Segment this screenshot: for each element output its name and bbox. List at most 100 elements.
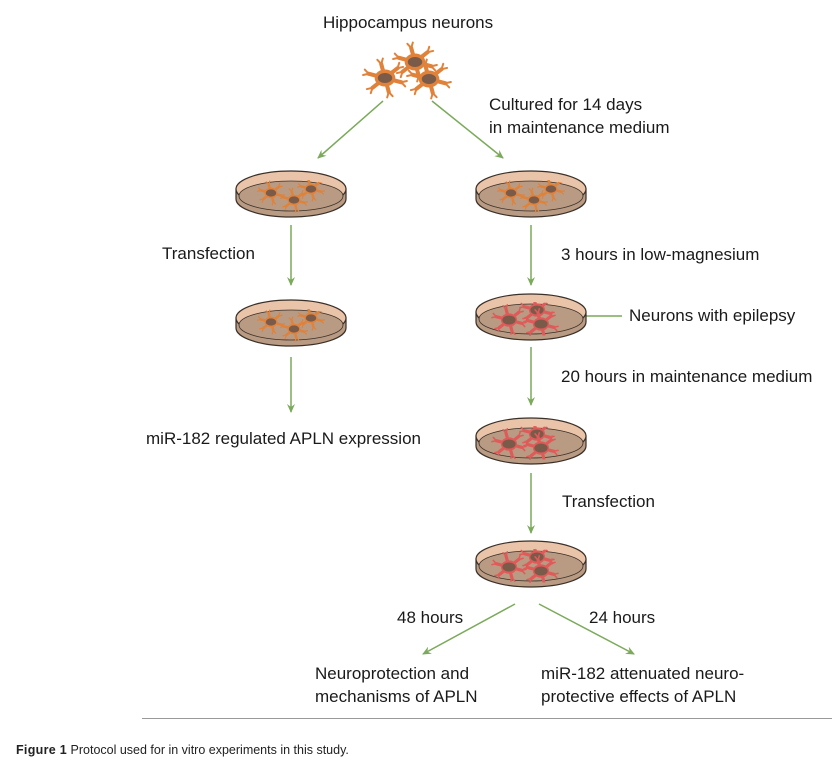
dendrite-branch	[295, 336, 300, 341]
dendrite-branch	[288, 317, 293, 322]
dendrite-branch	[497, 189, 502, 192]
dendrite-branch	[511, 577, 516, 582]
dendrite-branch	[511, 330, 516, 335]
dendrite-branch	[303, 201, 308, 204]
dendrite-branch	[399, 70, 404, 79]
dendrite-branch	[406, 42, 413, 49]
dendrite-branch	[362, 72, 370, 76]
dendrite-branch	[413, 87, 418, 96]
dendrite-branch	[312, 196, 317, 201]
nucleus	[502, 439, 516, 449]
dendrite-branch	[278, 312, 281, 317]
label-cultured-line1: Cultured for 14 days	[489, 95, 643, 114]
petri-dish-right-1	[475, 170, 587, 218]
caption-text: Protocol used for in vitro experiments i…	[70, 743, 349, 757]
nucleus	[534, 566, 548, 576]
nucleus	[530, 305, 544, 315]
caption-label: Figure 1	[16, 743, 68, 757]
nucleus	[502, 315, 516, 325]
petri-dish-right-4	[475, 540, 587, 588]
dendrite-branch	[502, 305, 507, 310]
dendrite-branch	[265, 181, 270, 186]
dendrite-branch	[534, 556, 539, 561]
nucleus	[545, 185, 557, 193]
arrow-24h	[538, 603, 635, 655]
title-hippocampus-neurons: Hippocampus neurons	[323, 13, 494, 32]
dendrite-branch	[430, 64, 438, 68]
dendrite-branch	[284, 334, 287, 339]
dendrite-branch	[537, 185, 542, 188]
dendrite-branch	[261, 327, 264, 332]
label-20h-maintenance: 20 hours in maintenance medium	[561, 367, 813, 386]
nucleus	[265, 189, 277, 197]
dendrite-branch	[295, 207, 300, 212]
dendrite-branch	[549, 435, 553, 442]
outcome-24h-line1: miR-182 attenuated neuro-	[541, 664, 745, 683]
dendrite-branch	[543, 201, 548, 204]
dendrite-branch	[265, 310, 270, 315]
dendrite-branch	[440, 62, 445, 71]
dendrite-branch	[278, 183, 281, 188]
dendrite-branch	[497, 326, 501, 333]
dendrite-branch	[517, 307, 521, 314]
dendrite-branch	[541, 190, 544, 195]
dendrite-branch	[560, 190, 565, 193]
dendrite-branch	[517, 431, 521, 438]
dendrite-branch	[524, 205, 527, 210]
dendrite-branch	[535, 207, 540, 212]
arrow-to-right-dish	[431, 100, 504, 159]
dendrite-branch	[523, 443, 530, 447]
dendrite-branch	[272, 200, 277, 205]
dendrite-branch	[541, 194, 544, 199]
dendrite-branch	[549, 558, 553, 565]
dendrite-branch	[301, 323, 304, 328]
dendrite-branch	[519, 305, 526, 309]
dendrite-branch	[523, 319, 530, 323]
dendrite-branch	[552, 196, 557, 201]
dendrite-branch	[519, 552, 526, 556]
label-left-transfection: Transfection	[162, 244, 255, 263]
dendrite-branch	[426, 45, 431, 54]
dendrite-branch	[257, 318, 262, 321]
dendrite-branch	[549, 311, 553, 318]
dendrite-branch	[392, 56, 400, 60]
dendrite-branch	[369, 86, 374, 95]
figure-caption: Figure 1 Protocol used for in vitro expe…	[16, 743, 349, 757]
dendrite-branch	[320, 319, 325, 322]
nucleus	[528, 196, 540, 204]
dendrite-branch	[431, 92, 438, 99]
dendrite-branch	[280, 325, 285, 328]
dendrite-branch	[529, 454, 533, 460]
dendrite-branch	[520, 321, 527, 325]
label-right-transfection: Transfection	[562, 492, 655, 511]
dendrite-branch	[534, 309, 539, 314]
cluster-nucleus	[377, 73, 393, 83]
petri-dish-right-3	[475, 417, 587, 465]
dish-neurons	[491, 549, 559, 583]
dendrite-branch	[523, 566, 530, 570]
dendrite-branch	[303, 330, 308, 333]
nucleus	[530, 429, 544, 439]
dendrite-branch	[528, 188, 533, 193]
dendrite-branch	[520, 445, 527, 449]
dish-neurons	[491, 302, 559, 336]
label-neurons-epilepsy: Neurons with epilepsy	[629, 306, 796, 325]
dendrite-branch	[517, 554, 521, 561]
outcome-48h-line2: mechanisms of APLN	[315, 687, 478, 706]
dendrite-branch	[376, 58, 383, 65]
dendrite-branch	[491, 439, 498, 443]
dendrite-branch	[320, 190, 325, 193]
nucleus	[265, 318, 277, 326]
dendrite-branch	[301, 194, 304, 199]
dendrite-branch	[261, 198, 264, 203]
nucleus	[288, 325, 300, 333]
dendrite-branch	[288, 188, 293, 193]
dendrite-branch	[297, 314, 302, 317]
dish-neurons	[257, 179, 325, 213]
dendrite-branch	[312, 325, 317, 330]
dendrite-branch	[552, 449, 559, 453]
dendrite-branch	[552, 572, 559, 576]
dendrite-branch	[400, 80, 408, 84]
dendrite-branch	[505, 181, 510, 186]
